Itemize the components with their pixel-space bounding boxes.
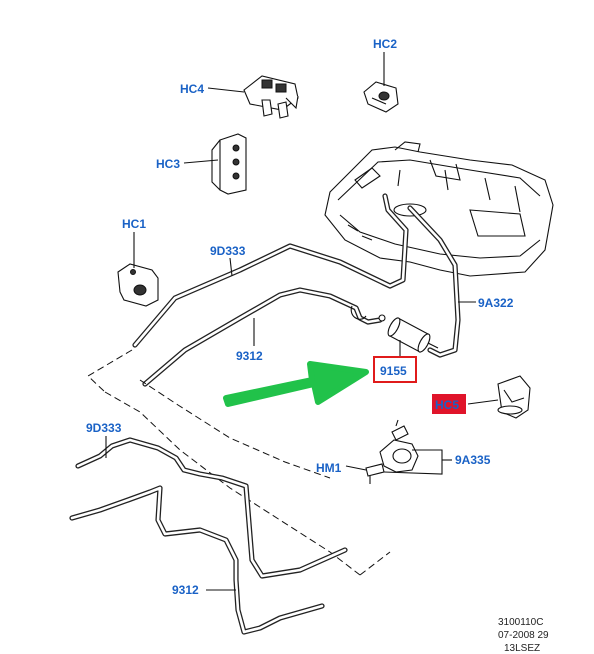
highlight-box-hc5	[432, 394, 466, 414]
callout-9312-bottom: 9312	[172, 583, 199, 597]
callout-9155: 9155	[380, 364, 407, 378]
fuel-lines-bottom	[69, 437, 348, 635]
assembly-dashed-outline	[87, 349, 391, 576]
callout-hc5: HC5	[435, 398, 459, 412]
callout-hc3: HC3	[156, 157, 180, 171]
bracket-9a335	[365, 419, 419, 484]
clip-hc5	[497, 375, 531, 419]
callout-hc2: HC2	[373, 37, 397, 51]
figure-code-line1: 3100110C	[498, 617, 543, 628]
callout-hm1: HM1	[316, 461, 342, 475]
callout-hc1: HC1	[122, 217, 146, 231]
fuel-lines-top	[132, 193, 461, 387]
callout-9d333-top: 9D333	[210, 244, 246, 258]
clip-hc4	[243, 75, 299, 119]
fuel-filter	[387, 317, 439, 353]
clip-hc1	[117, 263, 159, 307]
callout-hc4: HC4	[180, 82, 204, 96]
green-pointer-arrow	[223, 361, 369, 407]
clip-hc2	[363, 81, 399, 113]
callout-9d333-bottom: 9D333	[86, 421, 122, 435]
callout-9312-top: 9312	[236, 349, 263, 363]
callout-9a322: 9A322	[478, 296, 514, 310]
fuel-tank	[324, 141, 554, 277]
highlight-box-9155	[373, 356, 417, 383]
figure-code-line2: 07-2008 29	[498, 630, 549, 641]
leader-lines	[105, 52, 499, 591]
callout-9a335: 9A335	[455, 453, 491, 467]
figure-code-line3: 13LSEZ	[504, 643, 540, 654]
clip-hc3	[211, 133, 247, 195]
